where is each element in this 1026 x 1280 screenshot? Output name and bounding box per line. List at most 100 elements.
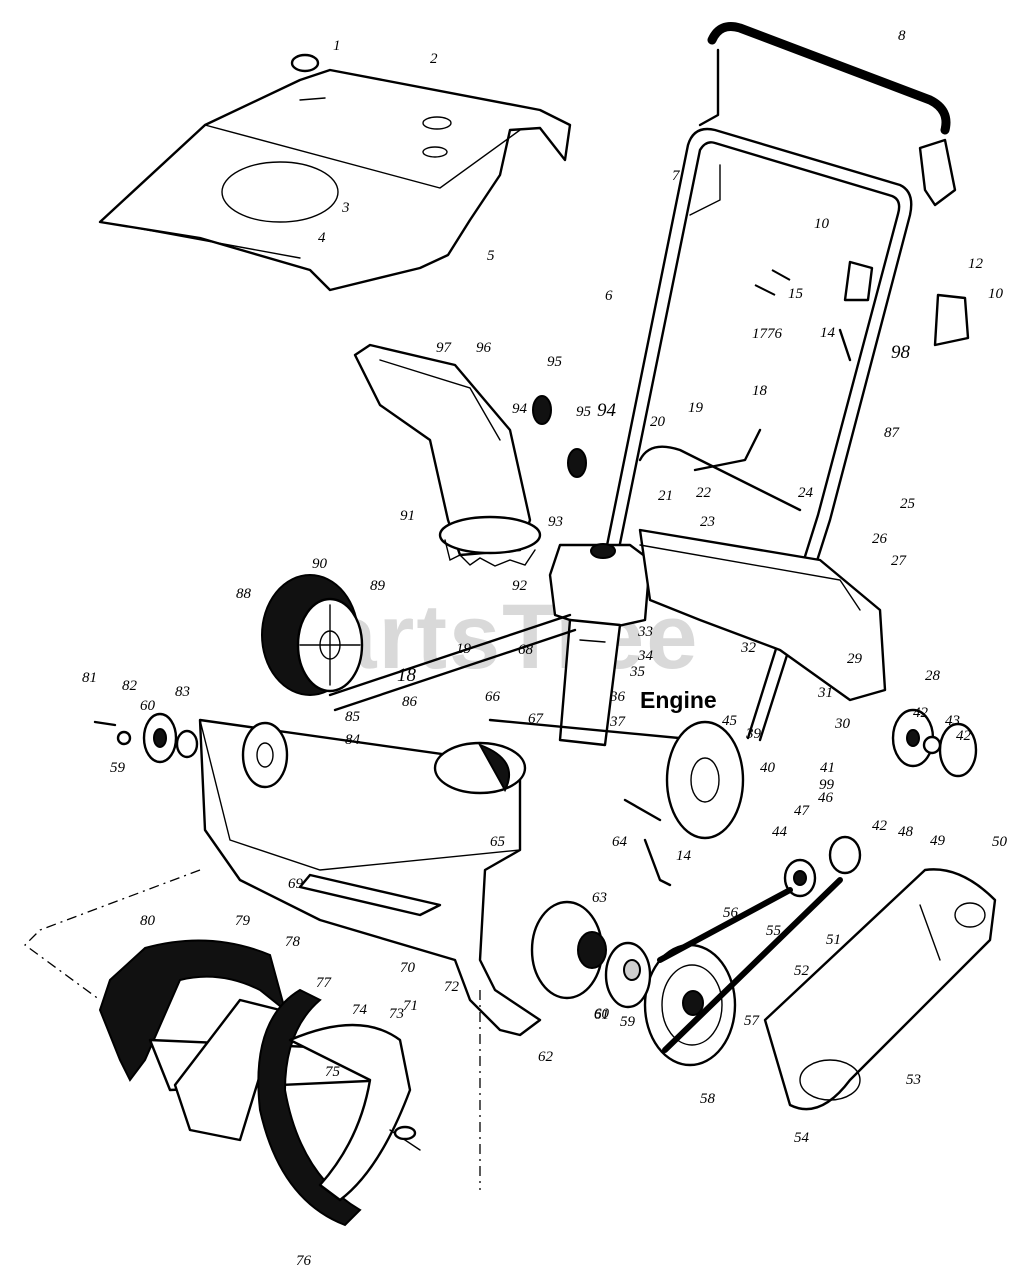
engine-label: Engine	[640, 687, 717, 713]
callout-53: 53	[906, 1072, 921, 1088]
callout-88: 88	[236, 586, 252, 602]
callout-60: 60	[594, 1006, 610, 1022]
callout-51: 51	[826, 932, 841, 948]
callout-22: 22	[696, 485, 712, 501]
callout-47: 47	[794, 803, 811, 819]
callout-8: 8	[898, 28, 906, 44]
callout-6: 6	[605, 288, 613, 304]
callout-31: 31	[817, 685, 833, 701]
handle-part	[698, 22, 957, 207]
callout-76: 76	[296, 1253, 312, 1269]
callout-14: 14	[676, 848, 692, 864]
callout-7: 7	[672, 168, 681, 184]
callout-20: 20	[650, 414, 666, 430]
chute-part	[353, 343, 587, 567]
callout-52: 52	[794, 963, 810, 979]
callout-93: 93	[548, 514, 563, 530]
callout-43: 43	[945, 713, 960, 729]
callout-2: 2	[430, 51, 438, 67]
callout-21: 21	[658, 488, 673, 504]
wheel-part	[261, 574, 364, 696]
callout-95: 95	[576, 404, 592, 420]
callout-56: 56	[723, 905, 739, 921]
callout-36: 36	[609, 689, 626, 705]
callout-90: 90	[312, 556, 328, 572]
callout-5: 5	[487, 248, 495, 264]
callout-69: 69	[288, 876, 304, 892]
callout-18: 18	[397, 665, 417, 686]
callout-29: 29	[847, 651, 863, 667]
callout-24: 24	[798, 485, 814, 501]
callout-39: 39	[745, 726, 762, 742]
callout-62: 62	[538, 1049, 554, 1065]
callout-40: 40	[760, 760, 776, 776]
callout-99: 99	[819, 777, 835, 793]
callout-63: 63	[592, 890, 607, 906]
auger-part	[98, 939, 421, 1227]
callout-91: 91	[400, 508, 415, 524]
callout-48: 48	[898, 824, 914, 840]
callout-28: 28	[925, 668, 941, 684]
frame-rods	[328, 428, 802, 742]
callout-32: 32	[740, 640, 757, 656]
callout-10: 10	[988, 286, 1004, 302]
callout-37: 37	[609, 714, 627, 730]
callout-33: 33	[637, 624, 653, 640]
callout-1: 1	[333, 38, 341, 54]
callout-59: 59	[620, 1014, 636, 1030]
callout-57: 57	[744, 1013, 761, 1029]
callout-83: 83	[175, 684, 190, 700]
callout-94: 94	[597, 400, 617, 421]
callout-19: 19	[688, 400, 704, 416]
callout-76: 76	[767, 326, 783, 342]
callout-73: 73	[389, 1006, 404, 1022]
callout-80: 80	[140, 913, 156, 929]
callout-81: 81	[82, 670, 97, 686]
callout-98: 98	[891, 342, 911, 363]
callout-3: 3	[341, 200, 350, 216]
callout-96: 96	[476, 340, 492, 356]
callout-25: 25	[900, 496, 916, 512]
callout-71: 71	[403, 998, 418, 1014]
callout-50: 50	[992, 834, 1008, 850]
callout-97: 97	[436, 340, 453, 356]
callout-75: 75	[325, 1064, 341, 1080]
drive-assembly-right	[530, 708, 997, 1111]
callout-60: 60	[140, 698, 156, 714]
callout-27: 27	[891, 553, 908, 569]
callout-79: 79	[235, 913, 251, 929]
callout-54: 54	[794, 1130, 810, 1146]
callout-10: 10	[814, 216, 830, 232]
callout-78: 78	[285, 934, 301, 950]
callout-66: 66	[485, 689, 501, 705]
callout-45: 45	[722, 713, 738, 729]
callout-65: 65	[490, 834, 506, 850]
callout-41: 41	[820, 760, 835, 776]
callout-44: 44	[772, 824, 788, 840]
callout-58: 58	[700, 1091, 716, 1107]
callout-55: 55	[766, 923, 782, 939]
bearing-assembly-left	[93, 712, 199, 764]
callout-94: 94	[512, 401, 528, 417]
shroud-part	[98, 53, 572, 292]
engine-part	[548, 528, 887, 747]
callout-30: 30	[834, 716, 851, 732]
callout-61: 61	[594, 1007, 609, 1023]
callout-84: 84	[345, 732, 361, 748]
auger-housing-part	[24, 718, 542, 1190]
callout-95: 95	[547, 354, 563, 370]
callout-42: 42	[872, 818, 888, 834]
callout-68: 68	[518, 642, 534, 658]
callout-26: 26	[872, 531, 888, 547]
callout-87: 87	[884, 425, 901, 441]
callout-15: 15	[788, 286, 804, 302]
callout-42: 42	[956, 728, 972, 744]
callout-59: 59	[110, 760, 126, 776]
callout-82: 82	[122, 678, 138, 694]
callout-92: 92	[512, 578, 528, 594]
callout-34: 34	[637, 648, 654, 664]
callout-70: 70	[400, 960, 416, 976]
